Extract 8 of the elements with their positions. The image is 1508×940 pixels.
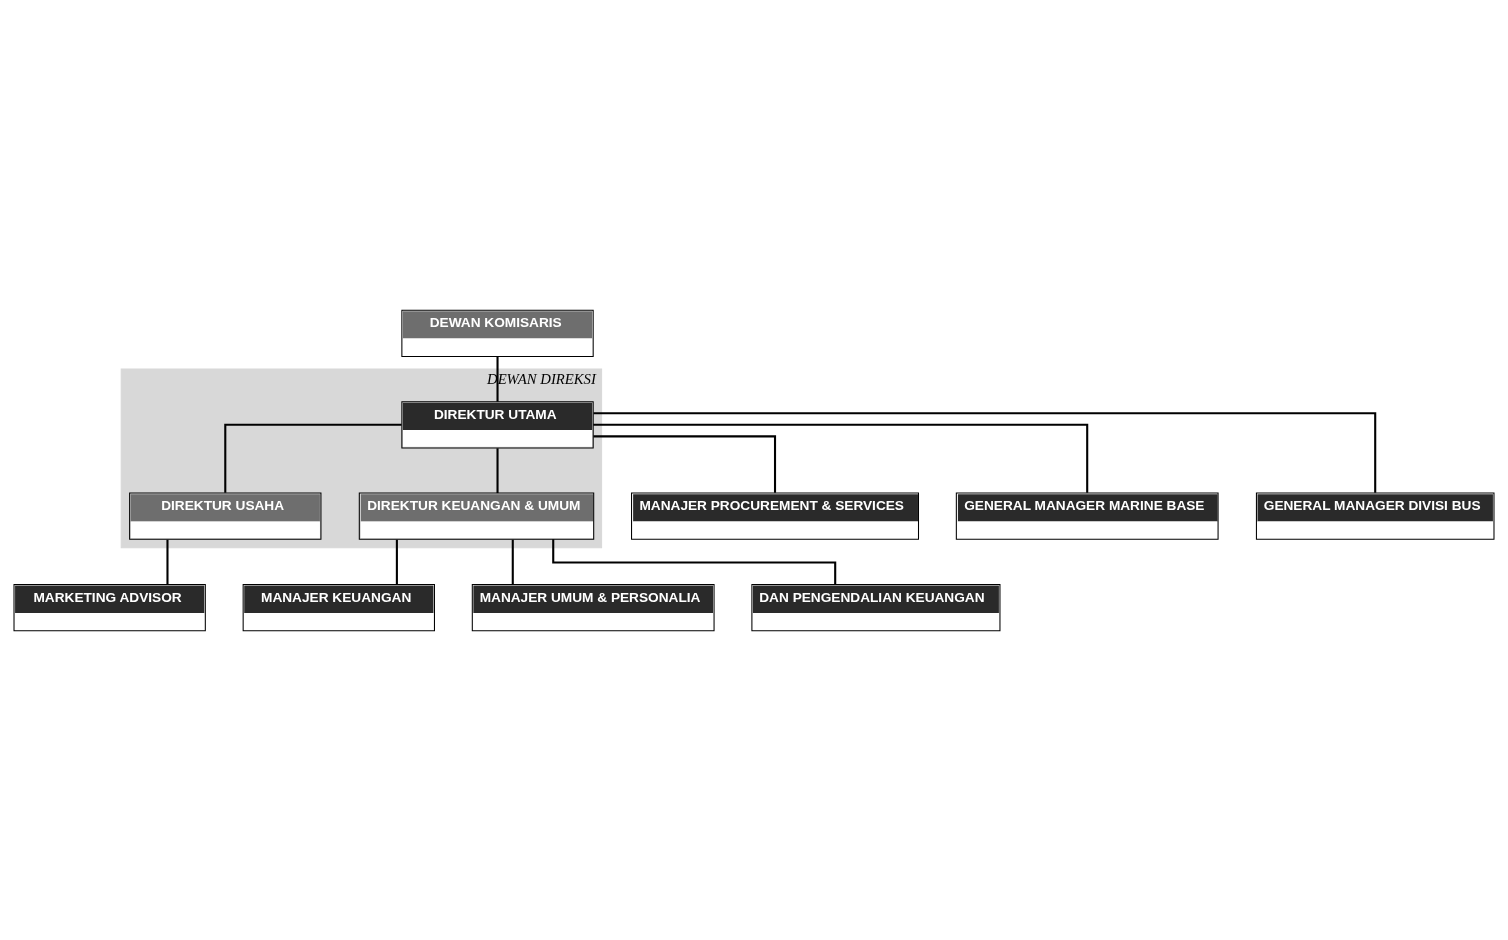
connector — [593, 423, 1089, 493]
connector — [224, 423, 402, 493]
connector — [496, 447, 499, 493]
connector — [593, 411, 1377, 493]
connector — [593, 434, 777, 493]
connector — [511, 539, 514, 584]
connector — [395, 539, 398, 584]
connector — [166, 539, 169, 584]
